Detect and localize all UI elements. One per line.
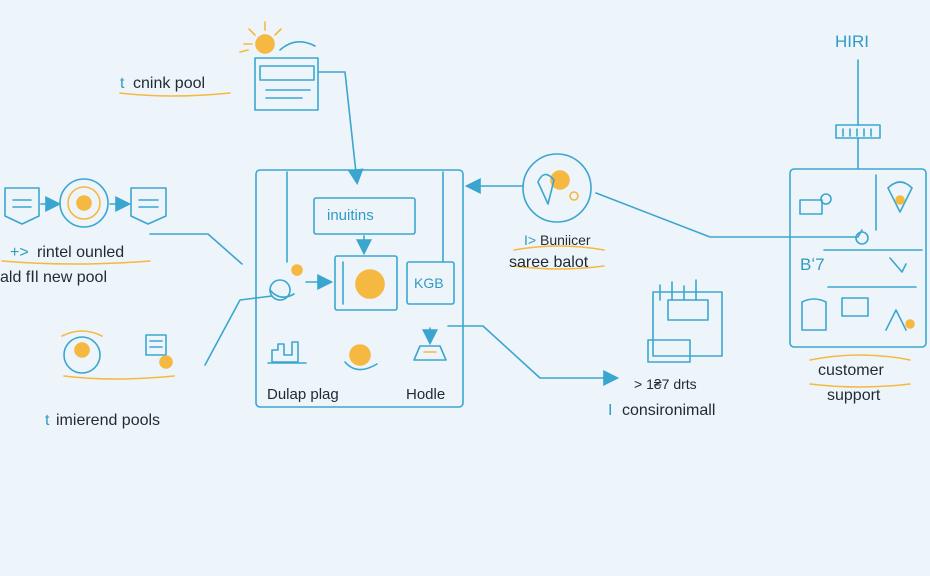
- connector-lower-left-main: [204, 295, 273, 366]
- cnink-pool-label: cnink pool: [133, 75, 206, 92]
- imierend-pools-label: imierend pools: [56, 412, 161, 429]
- wallet-icon: [413, 345, 447, 361]
- support-box: [789, 168, 927, 348]
- city-icon: [267, 341, 307, 364]
- rintel-mark: +>: [10, 244, 29, 261]
- user-hand-icon: [269, 264, 303, 301]
- buniicer-label: Buniicer: [540, 232, 591, 248]
- sun-icon: [239, 21, 282, 54]
- connector-main-dashboard: [447, 325, 620, 386]
- document-icon-left: [4, 187, 40, 225]
- connector-left-main: [149, 233, 243, 265]
- coin-hand-icon: [344, 344, 378, 371]
- document-icon-right: [130, 187, 167, 225]
- dulap-plag-label: Dulap plag: [267, 386, 339, 403]
- dashboard-icon: [647, 279, 723, 363]
- buniicer-mark: I>: [524, 232, 537, 248]
- support-label: support: [827, 387, 881, 404]
- customer-label: customer: [818, 362, 884, 379]
- bitcoin-icon: [355, 269, 385, 299]
- saree-balot-label: saree balot: [509, 254, 589, 271]
- piggy-bank-icon: [61, 330, 103, 374]
- shield-lock-icon: [59, 178, 109, 228]
- kgb-label: KGB: [414, 275, 444, 291]
- server-icon: [835, 124, 881, 139]
- consironimall-label: consironimall: [622, 402, 716, 419]
- bot-icon: [522, 153, 592, 223]
- add-new-pool-label: ald fⵏl new pool: [0, 269, 108, 286]
- consironimall-mark: I: [608, 402, 613, 419]
- cnink-pool-mark: t: [120, 75, 125, 92]
- laptop-icon: [254, 41, 319, 111]
- connector-laptop-main: [317, 71, 364, 186]
- inuitins-label: inuitins: [327, 207, 374, 224]
- hodle-label: Hodle: [406, 386, 446, 403]
- rintel-label: rintel ounled: [37, 244, 125, 261]
- connector-bot-support: [595, 192, 863, 238]
- imierend-mark: t: [45, 412, 50, 429]
- main-platform-box: [255, 169, 464, 408]
- hiri-label: HIRI: [835, 32, 869, 51]
- br7-label: Bʻ7: [800, 255, 825, 274]
- drts-label: > 1₴7 drts: [634, 376, 697, 392]
- calculator-icon: [145, 334, 173, 369]
